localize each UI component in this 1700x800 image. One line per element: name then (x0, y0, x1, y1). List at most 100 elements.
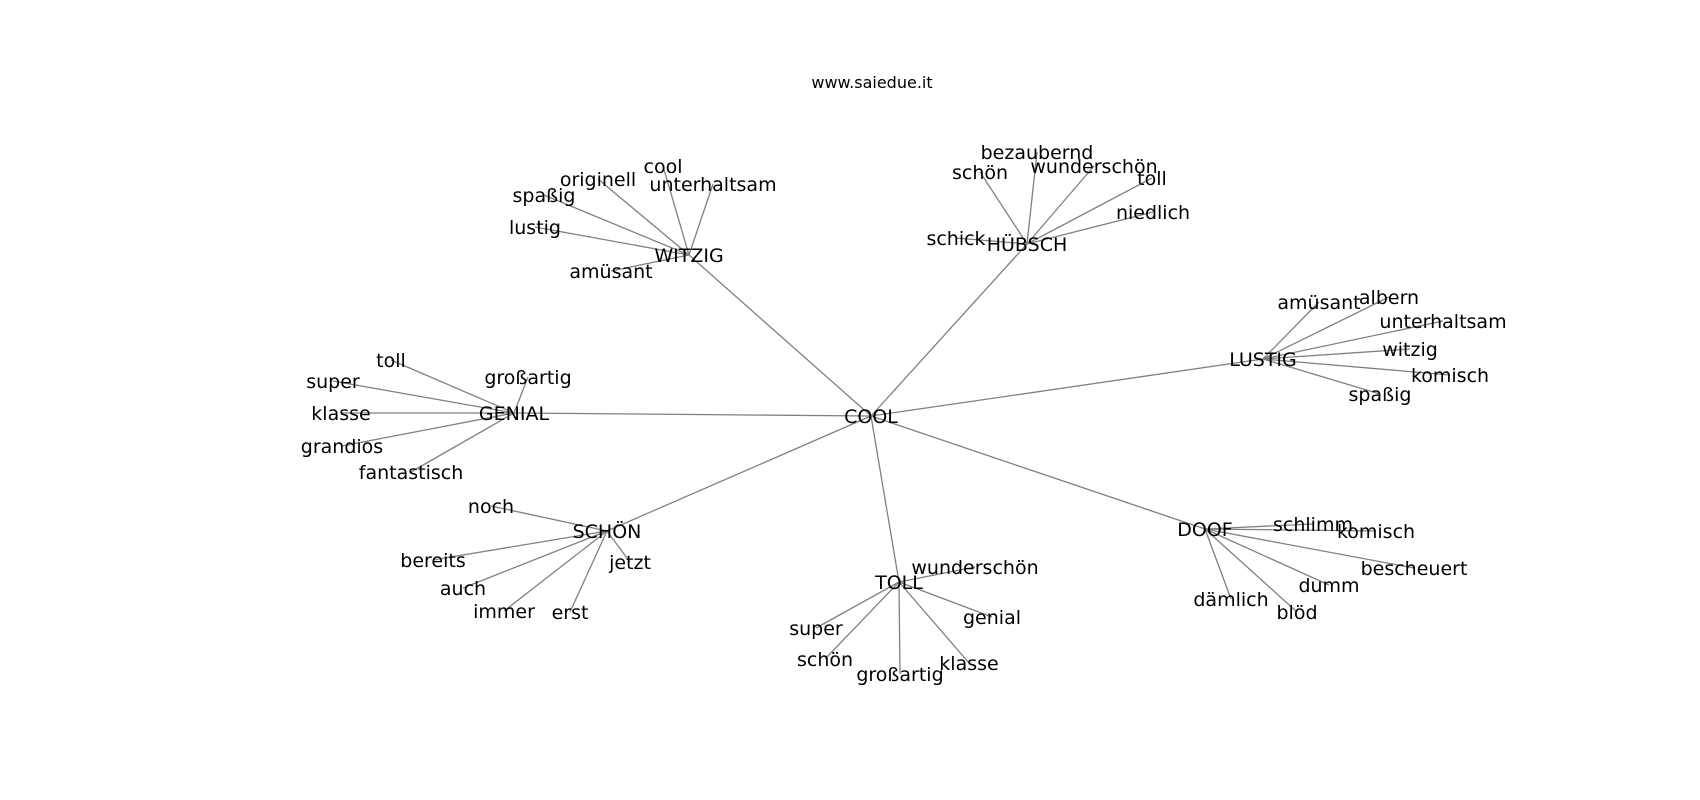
edge-genial-leaf-0 (390, 359, 515, 414)
edge-doof-leaf-3 (1204, 528, 1330, 586)
edge-toll-leaf-3 (824, 581, 900, 660)
leaf-node-huebsch-3: toll (1137, 168, 1167, 190)
edge-toll-leaf-5 (898, 581, 970, 664)
leaf-node-genial-4: grandios (301, 436, 383, 458)
edge-witzig-leaf-2 (688, 183, 714, 256)
leaf-node-huebsch-4: niedlich (1116, 202, 1190, 224)
edge-lustig-leaf-1 (1262, 296, 1390, 360)
edge-schoen-leaf-2 (606, 530, 631, 563)
edge-huebsch-leaf-2 (1026, 165, 1095, 245)
leaf-node-witzig-0: cool (644, 156, 683, 178)
hub-node-witzig: WITZIG (654, 245, 723, 267)
hub-node-toll: TOLL (874, 572, 923, 594)
hub-node-lustig: LUSTIG (1229, 349, 1297, 371)
leaf-node-genial-2: großartig (484, 367, 571, 389)
edge-genial-leaf-4 (341, 412, 515, 447)
leaf-node-schoen-3: auch (440, 578, 486, 600)
leaf-node-genial-5: fantastisch (359, 462, 463, 484)
leaf-node-huebsch-0: bezaubernd (981, 142, 1094, 164)
edge-lustig-leaf-5 (1262, 358, 1381, 395)
edge-center-genial (513, 412, 872, 417)
leaf-node-witzig-4: lustig (509, 217, 561, 239)
edge-center-schoen (606, 415, 872, 532)
leaf-node-toll-5: klasse (939, 653, 998, 675)
edge-schoen-leaf-4 (503, 530, 608, 612)
hub-node-huebsch: HÜBSCH (987, 233, 1068, 256)
edge-witzig-leaf-4 (534, 226, 690, 256)
leaf-node-huebsch-2: wunderschön (1030, 156, 1157, 178)
edge-huebsch-leaf-3 (1026, 177, 1153, 245)
leaf-node-lustig-1: albern (1359, 287, 1419, 309)
edge-lustig-leaf-2 (1262, 320, 1444, 360)
leaf-node-witzig-3: spaßig (513, 185, 576, 207)
edge-witzig-leaf-1 (597, 178, 690, 256)
leaf-node-lustig-5: spaßig (1349, 384, 1412, 406)
leaf-node-schoen-1: bereits (400, 550, 465, 572)
edge-huebsch-leaf-5 (955, 237, 1028, 245)
leaf-node-genial-1: super (306, 371, 360, 393)
edge-toll-leaf-4 (898, 581, 901, 675)
leaf-node-lustig-4: komisch (1411, 365, 1489, 387)
leaf-node-doof-5: blöd (1276, 602, 1317, 624)
edge-huebsch-leaf-1 (979, 171, 1028, 245)
edge-toll-leaf-2 (898, 581, 993, 618)
edge-lustig-leaf-0 (1262, 301, 1320, 360)
leaf-node-huebsch-5: schick (926, 228, 985, 250)
edge-doof-leaf-5 (1204, 528, 1298, 613)
leaf-node-schoen-5: erst (552, 602, 589, 624)
leaf-node-doof-3: dumm (1298, 575, 1359, 597)
leaf-node-toll-4: großartig (856, 664, 943, 686)
edge-schoen-leaf-0 (490, 505, 608, 532)
edge-doof-leaf-2 (1204, 528, 1415, 569)
leaf-node-witzig-2: unterhaltsam (649, 174, 776, 196)
edges-layer (332, 151, 1451, 675)
leaf-node-doof-2: bescheuert (1361, 558, 1468, 580)
edge-toll-leaf-1 (815, 581, 900, 629)
edge-center-lustig (870, 358, 1264, 417)
leaf-node-genial-3: klasse (311, 403, 370, 425)
edge-schoen-leaf-3 (462, 530, 608, 589)
edge-genial-leaf-1 (332, 380, 515, 414)
edge-doof-leaf-0 (1204, 523, 1314, 530)
leaf-node-lustig-3: witzig (1382, 339, 1438, 361)
edge-genial-leaf-5 (410, 412, 515, 473)
edge-lustig-leaf-4 (1262, 358, 1451, 376)
leaf-node-schoen-4: immer (473, 601, 535, 623)
edge-doof-leaf-4 (1204, 528, 1232, 600)
center-node: COOL (844, 406, 898, 428)
edge-huebsch-leaf-4 (1026, 211, 1154, 245)
edge-lustig-leaf-3 (1262, 348, 1411, 360)
edge-schoen-leaf-5 (569, 530, 608, 613)
edge-center-toll (870, 415, 900, 583)
edge-center-huebsch (870, 243, 1028, 417)
leaf-node-huebsch-1: schön (952, 162, 1008, 184)
site-url: www.saiedue.it (811, 73, 932, 92)
leaf-node-doof-0: schlimm (1273, 514, 1353, 536)
hub-node-schoen: SCHÖN (573, 520, 642, 543)
leaf-node-toll-1: super (789, 618, 843, 640)
leaf-node-doof-1: komisch (1337, 521, 1415, 543)
edge-center-witzig (688, 254, 872, 417)
edge-center-doof (870, 415, 1206, 530)
edge-huebsch-leaf-0 (1026, 151, 1038, 245)
leaf-node-toll-2: genial (963, 607, 1021, 629)
leaf-node-lustig-0: amüsant (1277, 292, 1360, 314)
edge-doof-leaf-1 (1204, 528, 1377, 532)
leaf-node-schoen-2: jetzt (608, 552, 651, 574)
edge-witzig-leaf-3 (543, 194, 690, 256)
leaf-node-genial-0: toll (376, 350, 406, 372)
edge-schoen-leaf-1 (432, 530, 608, 561)
leaf-node-witzig-5: amüsant (569, 261, 652, 283)
hub-node-genial: GENIAL (479, 403, 550, 425)
hub-node-doof: DOOF (1177, 519, 1232, 541)
leaf-node-toll-3: schön (797, 649, 853, 671)
leaf-node-lustig-2: unterhaltsam (1379, 311, 1506, 333)
leaf-node-toll-0: wunderschön (911, 557, 1038, 579)
leaf-node-doof-4: dämlich (1193, 589, 1268, 611)
edge-witzig-leaf-0 (662, 165, 690, 256)
leaf-node-schoen-0: noch (468, 496, 514, 518)
edge-genial-leaf-2 (513, 376, 529, 414)
